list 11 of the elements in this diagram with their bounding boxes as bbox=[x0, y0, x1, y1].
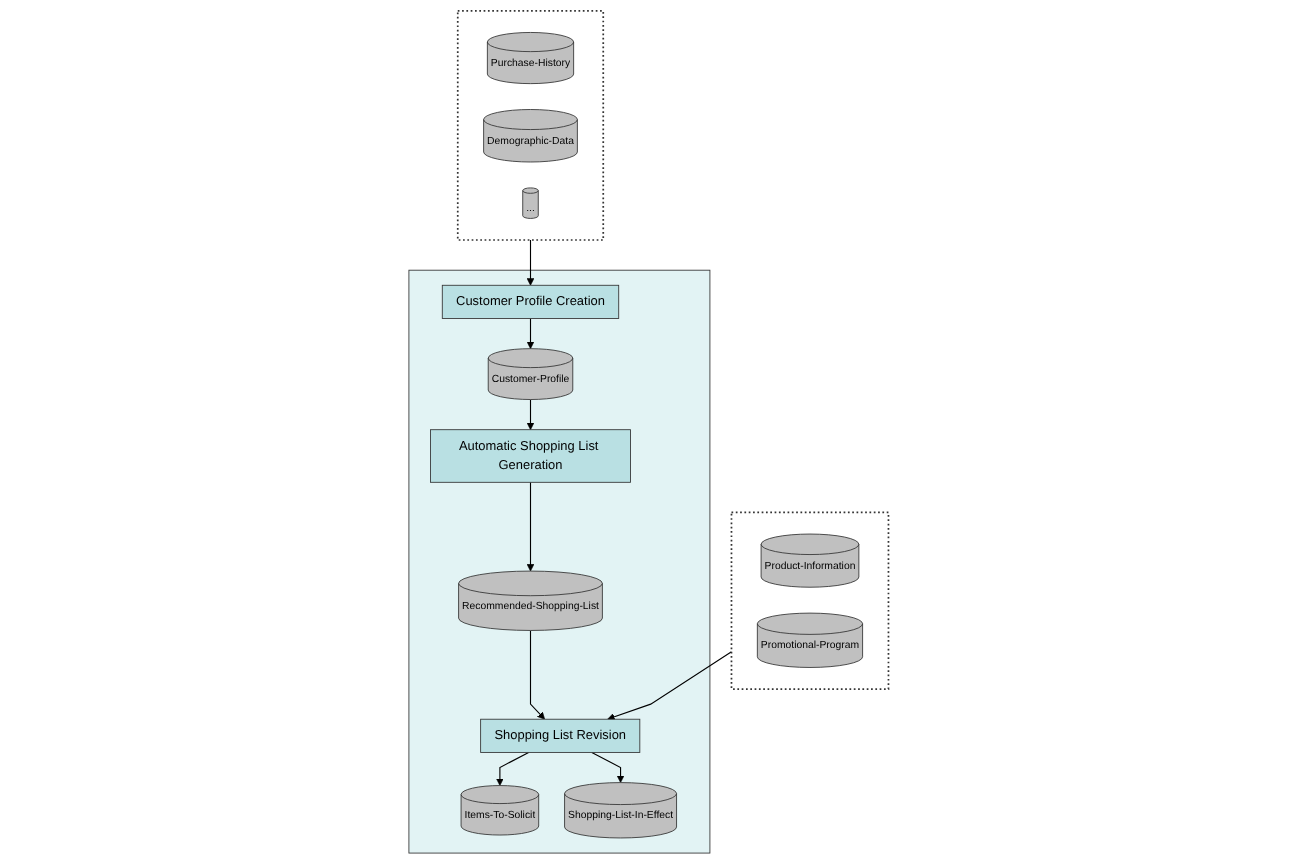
cluster bbox=[457, 10, 605, 241]
arrow bbox=[591, 751, 625, 783]
arrow bbox=[527, 317, 535, 349]
arrow bbox=[527, 398, 535, 431]
arrow bbox=[607, 651, 733, 721]
cluster bbox=[730, 511, 890, 690]
arrow bbox=[530, 629, 546, 720]
arrow bbox=[527, 481, 535, 572]
arrow bbox=[527, 239, 535, 286]
cluster bbox=[408, 269, 711, 854]
arrow bbox=[496, 751, 530, 786]
